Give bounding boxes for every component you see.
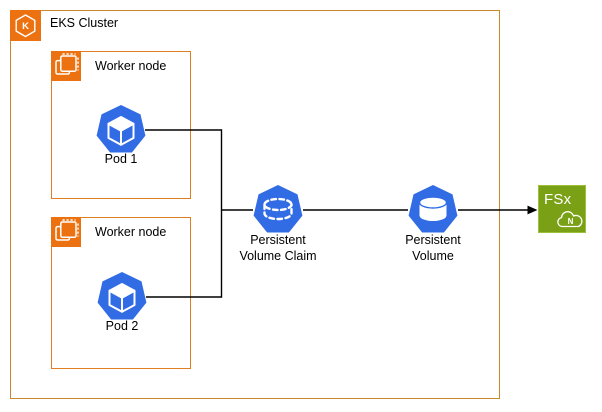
k8s-pv-icon: [408, 185, 458, 233]
cube-right-face: [121, 289, 136, 313]
pv-label: Persistent Volume: [373, 232, 493, 264]
k8s-pod-icon: [96, 105, 146, 153]
instance-chip-icon: [55, 219, 79, 241]
eks-cluster-label: EKS Cluster: [50, 16, 119, 30]
k8s-pvc-icon: [253, 185, 303, 233]
eks-hexagon-icon: K: [15, 14, 36, 38]
arrowhead-icon: [527, 205, 538, 215]
pv-label-line1: Persistent: [405, 233, 461, 247]
chip-front: [60, 55, 77, 72]
cloud-letter: N: [568, 217, 574, 226]
pv-icon: [407, 184, 459, 236]
worker-node-2-box: [51, 217, 191, 369]
pvc-label: Persistent Volume Claim: [218, 232, 338, 264]
worker-node-1-label: Worker node: [95, 59, 167, 73]
k8s-pod-icon: [97, 272, 147, 320]
worker-node-1-icon: [51, 51, 81, 81]
pod-1-icon: [95, 104, 147, 156]
pod-2-label: Pod 2: [105, 319, 139, 333]
cloud-outline: [557, 211, 583, 228]
eks-icon-letter: K: [22, 21, 29, 32]
pod-2-icon: [96, 271, 148, 323]
pv-label-line2: Volume: [412, 249, 454, 263]
worker-node-1-box: [51, 51, 191, 199]
pvc-label-line2: Volume Claim: [239, 249, 317, 263]
dashed-cylinder-body: [263, 203, 293, 221]
eks-cluster-box: [10, 10, 500, 399]
fsx-icon: FSx N: [538, 185, 586, 233]
instance-chip-icon: [55, 53, 79, 75]
pvc-icon: [252, 184, 304, 236]
eks-cluster-icon: K: [10, 10, 41, 41]
cylinder-top: [418, 196, 448, 209]
chip-front: [60, 221, 77, 238]
pvc-label-line1: Persistent: [250, 233, 306, 247]
hexagon-outline: [15, 14, 36, 38]
pod-1-label: Pod 1: [104, 152, 138, 166]
fsx-label: FSx: [544, 191, 572, 208]
netapp-cloud-icon: N: [557, 211, 583, 228]
worker-node-2-icon: [51, 217, 81, 247]
cube-right-face: [120, 122, 135, 146]
worker-node-2-label: Worker node: [95, 225, 167, 239]
heptagon: [253, 185, 303, 233]
